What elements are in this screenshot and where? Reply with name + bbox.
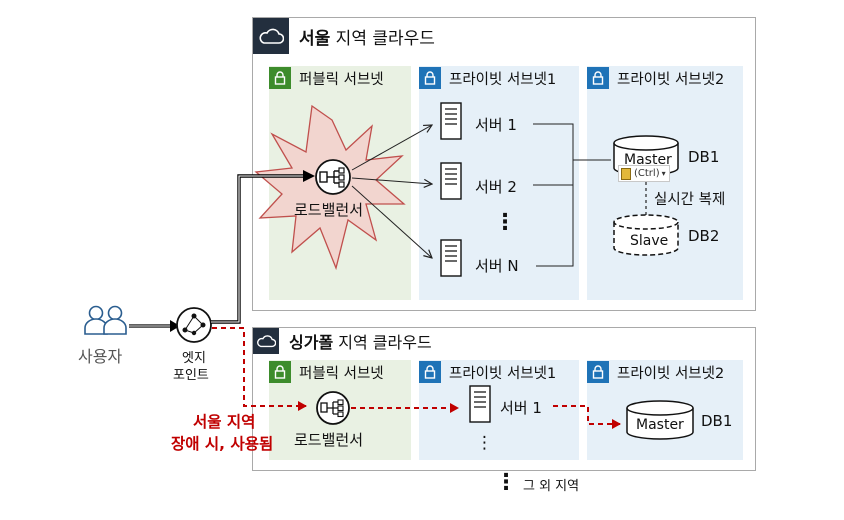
database-slave-icon <box>613 214 679 256</box>
subnet-label: 프라이빗 서브넷1 <box>449 365 557 382</box>
clipboard-icon <box>621 167 631 180</box>
paste-options-badge[interactable]: (Ctrl) ▾ <box>618 165 670 182</box>
server-icon <box>440 239 462 277</box>
server-icon <box>440 162 462 200</box>
server-n-label: 서버 N <box>475 257 519 275</box>
server-icon <box>469 385 491 423</box>
cloud-icon <box>253 328 279 354</box>
lock-icon <box>269 67 291 89</box>
failover-note-line1: 서울 지역 <box>193 413 256 431</box>
subnet-label: 프라이빗 서브넷2 <box>617 71 725 88</box>
other-regions-ellipsis: ⋮ <box>495 470 517 495</box>
singapore-region-header: 싱가폴 지역 클라우드 <box>253 328 432 354</box>
edge-point-icon <box>176 307 212 343</box>
region-title: 서울 지역 클라우드 <box>299 28 435 49</box>
failover-note-line2: 장애 시, 사용됨 <box>171 435 274 453</box>
server-2-label: 서버 2 <box>475 178 517 196</box>
edge-label-line1: 엣지 <box>182 351 206 366</box>
subnet-label: 프라이빗 서브넷2 <box>617 365 725 382</box>
subnet-label: 프라이빗 서브넷1 <box>449 71 557 88</box>
lock-icon <box>269 361 291 383</box>
server-icon <box>440 102 462 140</box>
db1-label: DB1 <box>701 412 733 430</box>
replication-label: 실시간 복제 <box>654 192 726 208</box>
vertical-ellipsis: ⋮ <box>476 433 493 453</box>
lock-icon <box>419 361 441 383</box>
user-label: 사용자 <box>78 347 123 366</box>
edge-label-line2: 포인트 <box>173 368 209 383</box>
db1-label: DB1 <box>688 148 720 166</box>
seoul-region-header: 서울 지역 클라우드 <box>253 18 435 54</box>
server-1-label: 서버 1 <box>500 399 542 417</box>
cloud-icon <box>253 18 289 54</box>
other-regions-label: 그 외 지역 <box>523 479 580 494</box>
private-subnet-1: 프라이빗 서브넷1 <box>419 360 579 460</box>
lock-icon <box>587 67 609 89</box>
db-slave-label: Slave <box>630 233 669 249</box>
private-subnet-2: 프라이빗 서브넷2 <box>587 66 743 300</box>
vertical-ellipsis: ⋮ <box>494 210 516 235</box>
lock-icon <box>419 67 441 89</box>
db2-label: DB2 <box>688 227 720 245</box>
server-1-label: 서버 1 <box>475 116 517 134</box>
lock-icon <box>587 361 609 383</box>
region-title: 싱가폴 지역 클라우드 <box>289 333 432 352</box>
database-master-icon <box>626 400 694 440</box>
db-master-label: Master <box>636 417 684 433</box>
load-balancer-label: 로드밸런서 <box>294 201 364 219</box>
load-balancer-icon <box>316 391 350 425</box>
seoul-region: 서울 지역 클라우드 퍼블릭 서브넷 프라이빗 서브넷1 프라이빗 서브넷2 <box>252 17 756 311</box>
load-balancer-icon <box>315 159 351 195</box>
db-master-label: Master <box>624 152 672 168</box>
load-balancer-label: 로드밸런서 <box>294 431 364 449</box>
subnet-label: 퍼블릭 서브넷 <box>299 365 384 382</box>
subnet-label: 퍼블릭 서브넷 <box>299 71 384 88</box>
user-icon <box>84 305 127 335</box>
chevron-down-icon: ▾ <box>661 169 666 178</box>
